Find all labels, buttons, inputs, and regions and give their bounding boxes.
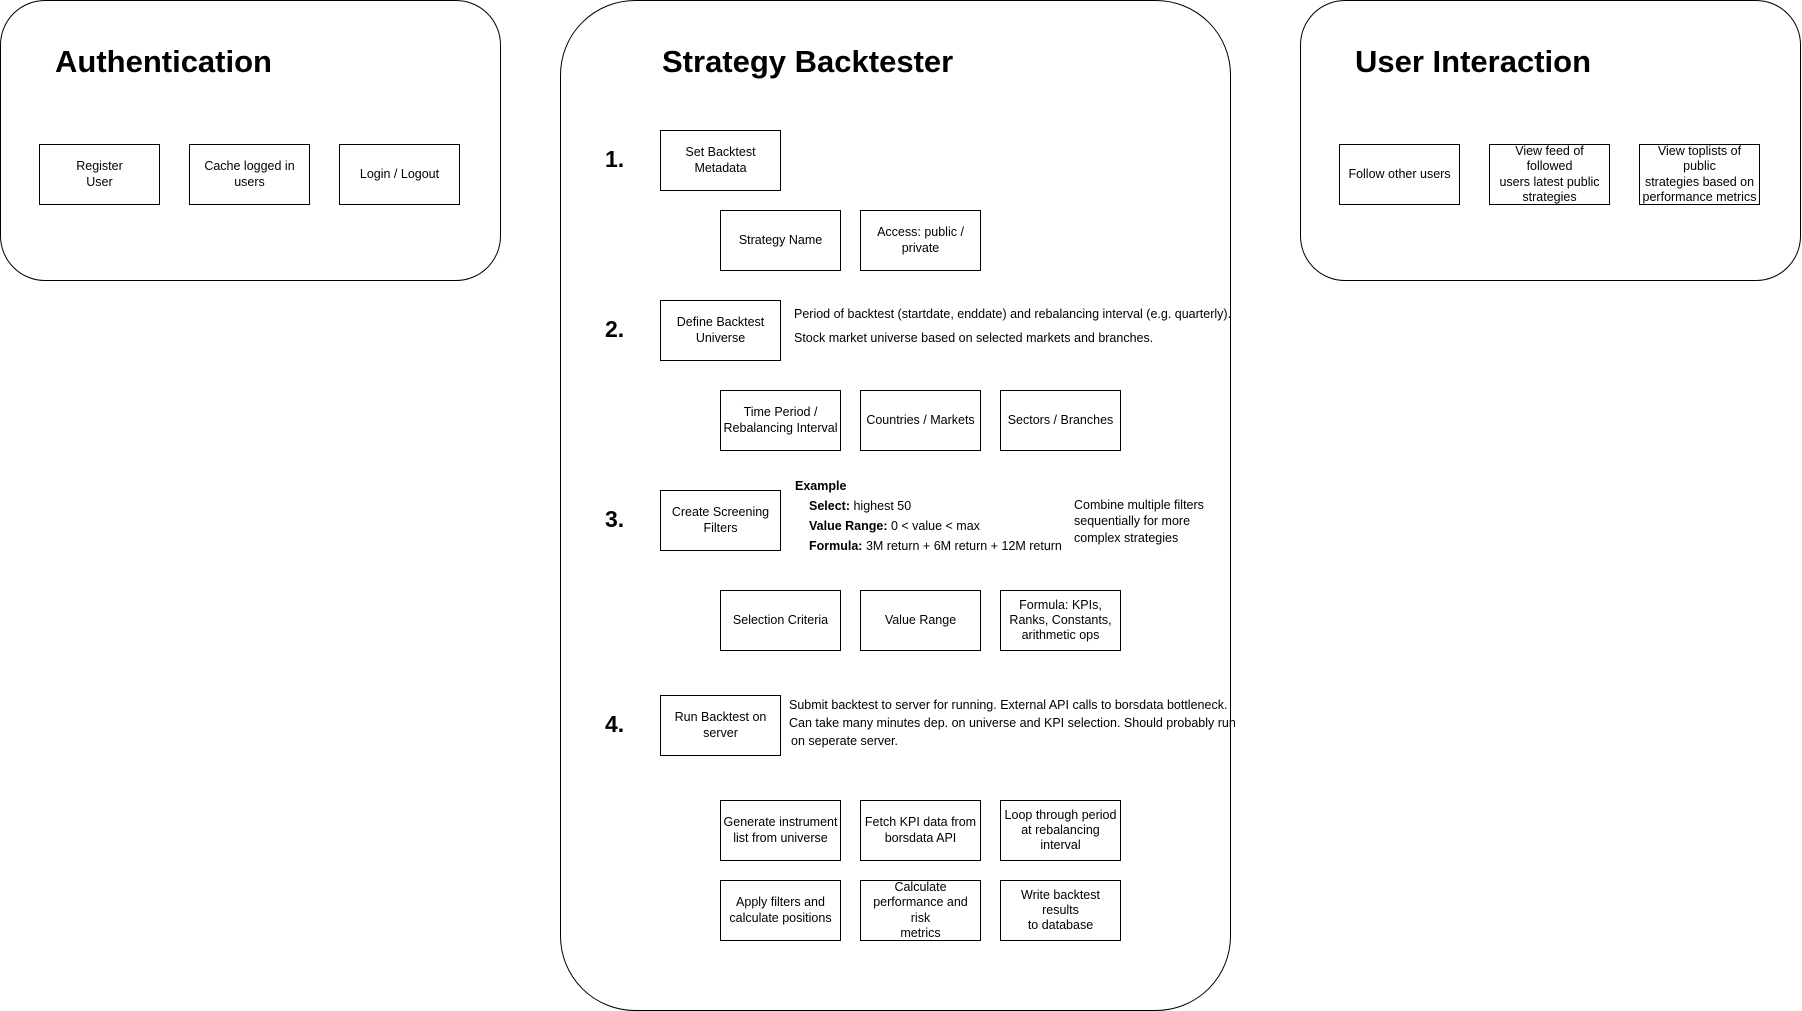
run-note-line-3: on seperate server. [791,734,899,748]
example-range-line: Value Range: 0 < value < max [809,519,980,533]
run-note-line-1: Submit backtest to server for running. E… [789,698,1228,712]
example-heading: Example [795,479,847,493]
calculate-performance-box: Calculate performance and risk metrics [860,880,981,941]
set-backtest-metadata-box: Set Backtest Metadata [660,130,781,191]
combine-filters-note: Combine multiple filters sequentially fo… [1074,498,1204,545]
run-note-line-2: Can take many minutes dep. on universe a… [789,716,1236,730]
example-range-value: 0 < value < max [890,519,980,533]
example-select-value: highest 50 [853,499,912,513]
create-screening-filters-box: Create Screening Filters [660,490,781,551]
example-select-line: Select: highest 50 [809,499,911,513]
login-logout-box: Login / Logout [339,144,460,205]
generate-instrument-list-box: Generate instrument list from universe [720,800,841,861]
access-box: Access: public / private [860,210,981,271]
selection-criteria-box: Selection Criteria [720,590,841,651]
step-4-number: 4. [605,711,625,737]
step-2-number: 2. [605,316,625,342]
loop-through-period-box: Loop through period at rebalancing inter… [1000,800,1121,861]
register-user-box: Register User [39,144,160,205]
step-1-number: 1. [605,146,625,172]
define-backtest-universe-box: Define Backtest Universe [660,300,781,361]
strategy-name-box: Strategy Name [720,210,841,271]
formula-box: Formula: KPIs, Ranks, Constants, arithme… [1000,590,1121,651]
example-range-label: Value Range: [809,519,888,533]
apply-filters-box: Apply filters and calculate positions [720,880,841,941]
value-range-box: Value Range [860,590,981,651]
user-interaction-panel [1300,0,1801,281]
cache-logged-in-users-box: Cache logged in users [189,144,310,205]
universe-note-markets: Stock market universe based on selected … [794,331,1154,345]
example-formula-label: Formula: [809,539,863,553]
follow-other-users-box: Follow other users [1339,144,1460,205]
sectors-branches-box: Sectors / Branches [1000,390,1121,451]
run-backtest-on-server-box: Run Backtest on server [660,695,781,756]
fetch-kpi-data-box: Fetch KPI data from borsdata API [860,800,981,861]
example-formula-value: 3M return + 6M return + 12M return [865,539,1062,553]
strategy-backtester-title: Strategy Backtester [662,44,954,79]
example-select-label: Select: [809,499,850,513]
user-interaction-title: User Interaction [1355,44,1592,79]
authentication-title: Authentication [55,44,272,79]
view-feed-box: View feed of followed users latest publi… [1489,144,1610,205]
step-3-number: 3. [605,506,625,532]
countries-markets-box: Countries / Markets [860,390,981,451]
universe-note-period: Period of backtest (startdate, enddate) … [794,307,1232,321]
time-period-box: Time Period / Rebalancing Interval [720,390,841,451]
authentication-panel [0,0,501,281]
view-toplists-box: View toplists of public strategies based… [1639,144,1760,205]
example-formula-line: Formula: 3M return + 6M return + 12M ret… [809,539,1062,553]
write-results-box: Write backtest results to database [1000,880,1121,941]
